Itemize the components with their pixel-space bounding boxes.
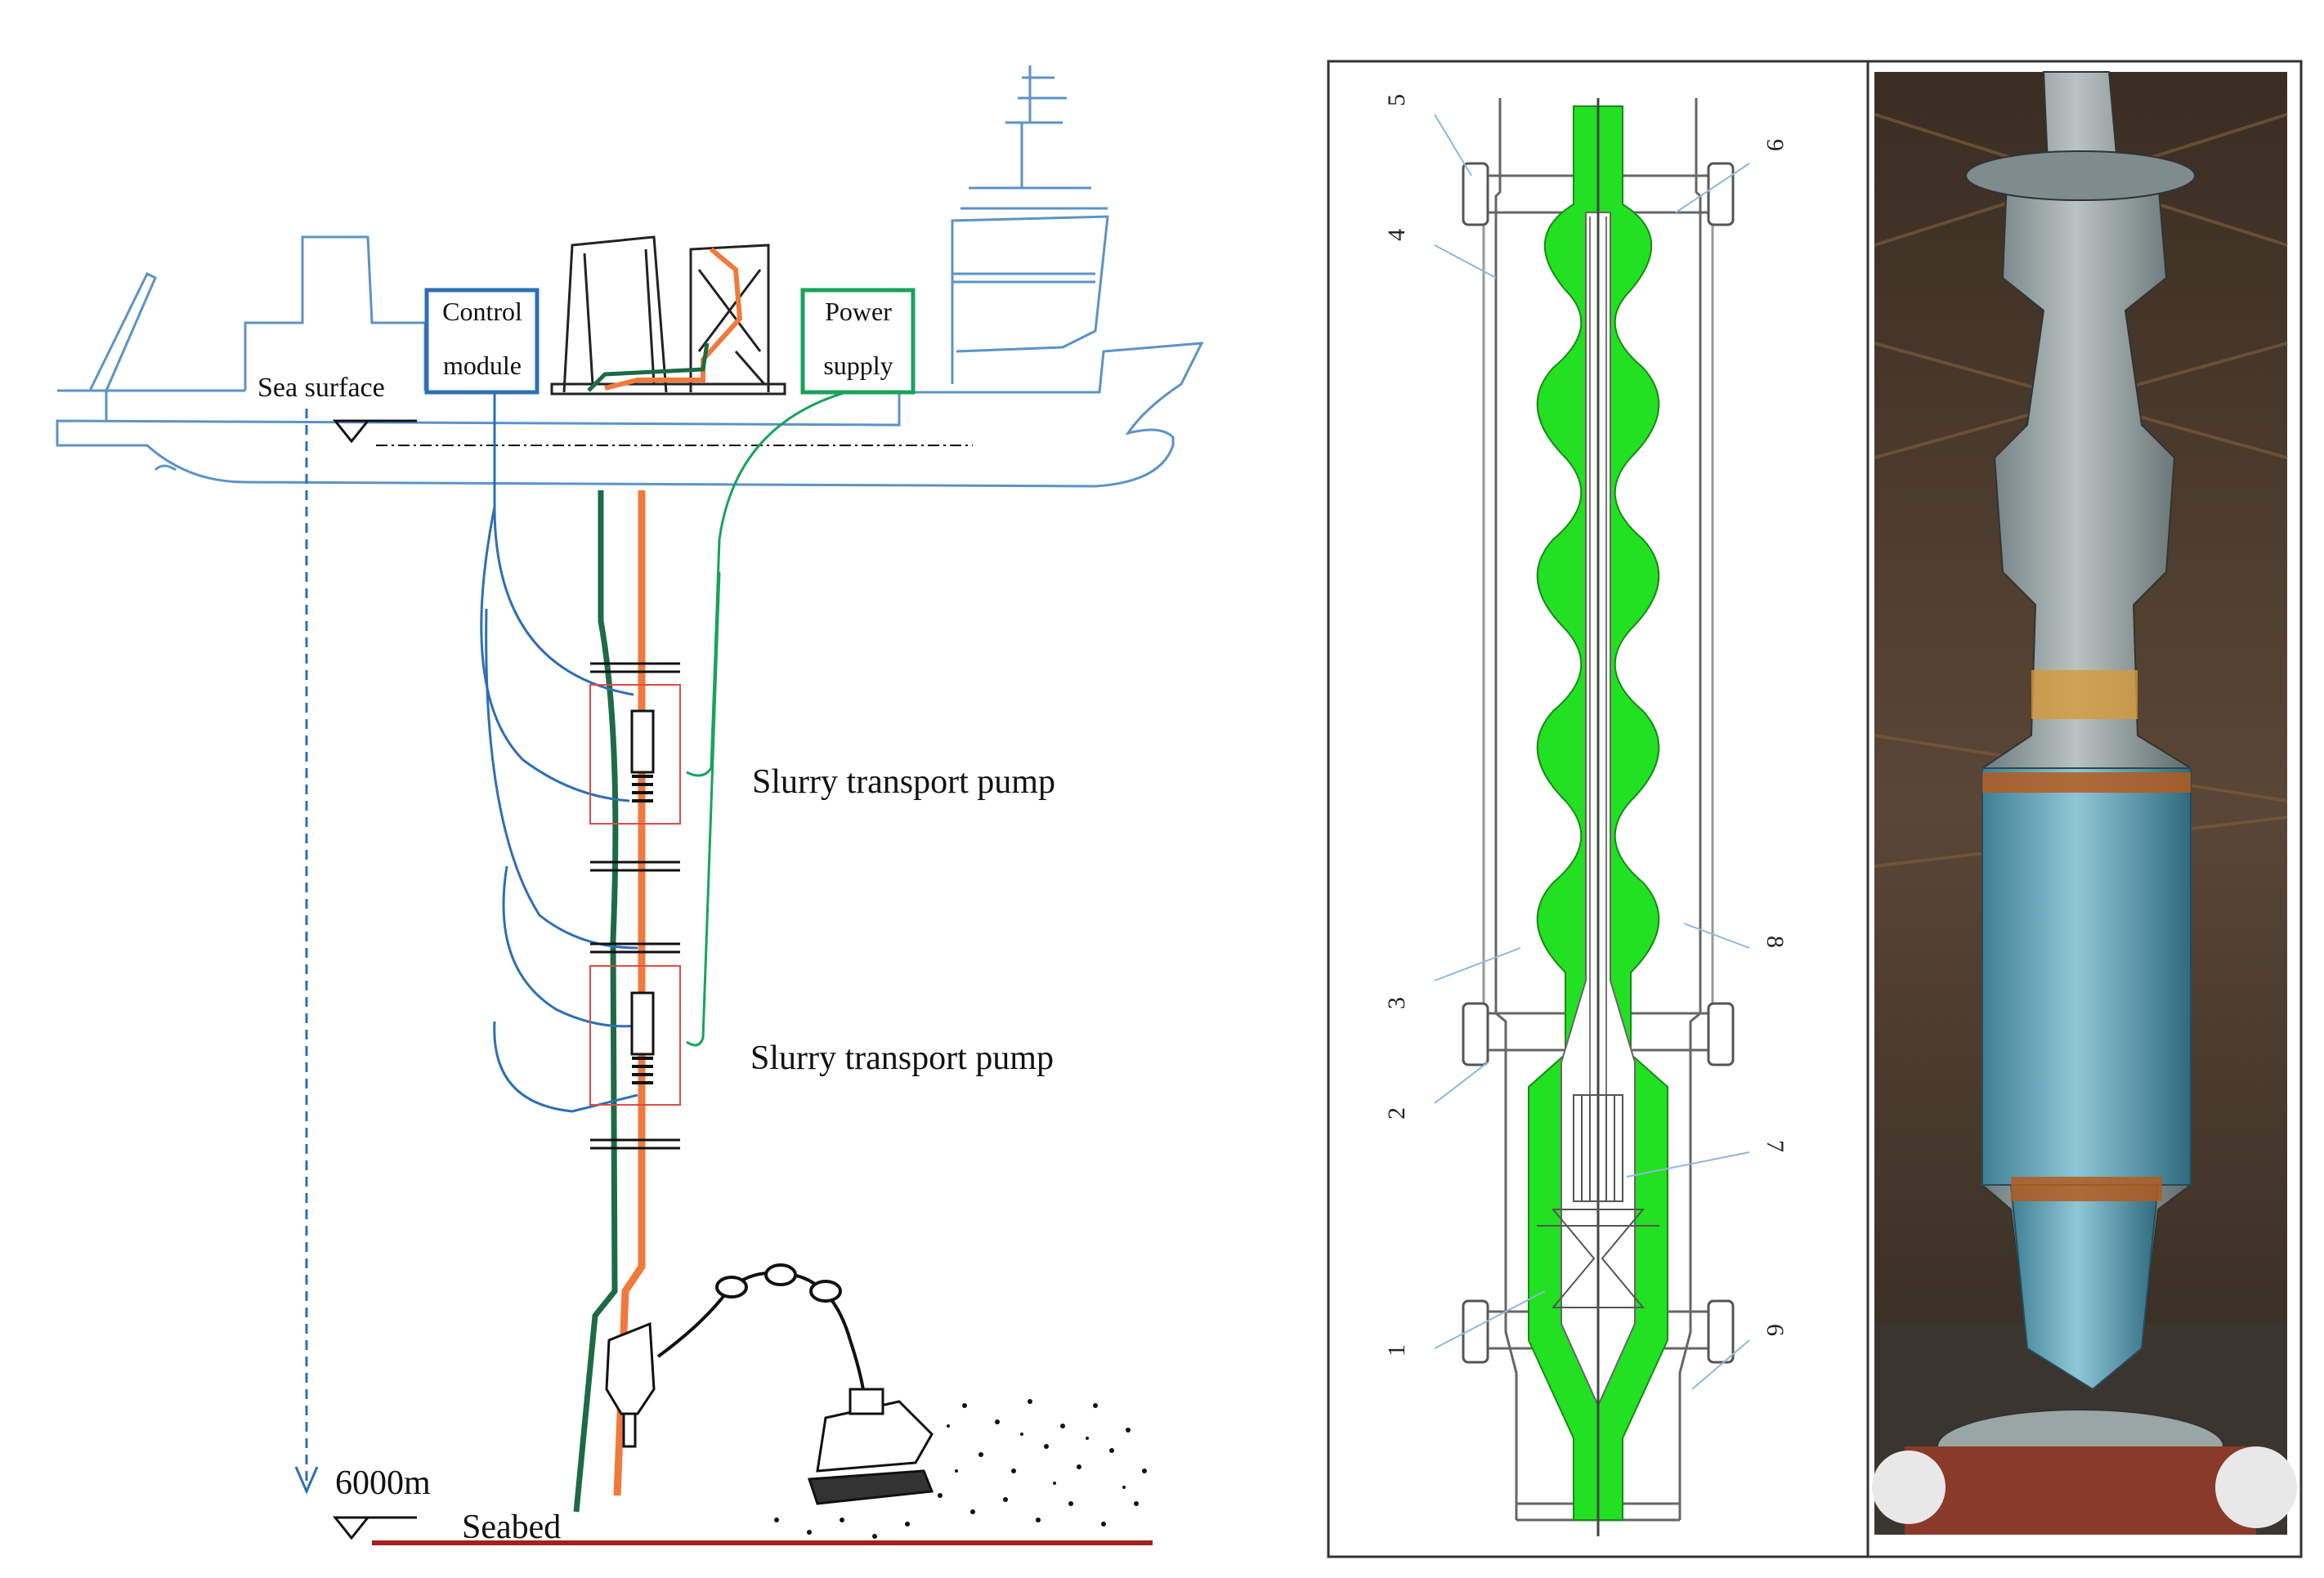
control-module: Control module: [424, 288, 540, 395]
seabed-nodules: [774, 1399, 1147, 1539]
part-number-4: 4: [1383, 229, 1410, 241]
buffer-hopper: [605, 1321, 656, 1448]
control-module-label-line1: Control: [442, 297, 522, 326]
part-number-7: 7: [1762, 1140, 1789, 1152]
part-number-3: 3: [1383, 997, 1410, 1009]
pump-module-upper: [589, 662, 681, 872]
deck-equipment: [550, 235, 786, 396]
dark-green-riser: [573, 490, 619, 1513]
sea-level-marker: [332, 419, 417, 444]
depth-arrow: [294, 409, 319, 1495]
flexible-hose: [656, 1263, 868, 1423]
pump-label-upper: Slurry transport pump: [752, 763, 1055, 801]
pump-figure-panel: 1 2 3 4 5 6 7 8 9: [1327, 60, 2303, 1558]
power-supply: Power supply: [800, 288, 916, 395]
control-module-label-line2: module: [443, 351, 522, 380]
ship: [56, 65, 1204, 488]
seabed-label: Seabed: [462, 1509, 561, 1546]
power-supply-label-line1: Power: [825, 297, 892, 326]
part-number-2: 2: [1383, 1107, 1410, 1120]
power-cables: [686, 391, 847, 1047]
sea-surface-label: Sea surface: [257, 373, 385, 403]
part-number-6: 6: [1762, 1324, 1789, 1336]
power-supply-label-line2: supply: [823, 351, 893, 380]
part-number-9: 9: [1762, 139, 1789, 151]
seabed-marker: [332, 1516, 417, 1540]
pump-module-lower: [589, 942, 681, 1150]
mining-system-diagram: Control module Power supply Sea surface: [56, 65, 1204, 1546]
part-number-1: 1: [1383, 1344, 1410, 1357]
part-numbers: 1 2 3 4 5 6 7 8 9: [1383, 94, 1789, 1357]
part-number-5: 5: [1383, 94, 1410, 106]
pump-cross-section: [1462, 98, 1735, 1536]
seabed-collector: [807, 1388, 934, 1505]
deck-green-pipe: [587, 342, 710, 392]
pump-label-lower: Slurry transport pump: [750, 1039, 1054, 1077]
part-leaders: [1434, 114, 1750, 1390]
part-number-8: 8: [1762, 936, 1789, 948]
pump-photo: [1872, 71, 2297, 1535]
depth-label: 6000m: [335, 1464, 431, 1502]
deck-slurry-pipe: [604, 247, 743, 391]
